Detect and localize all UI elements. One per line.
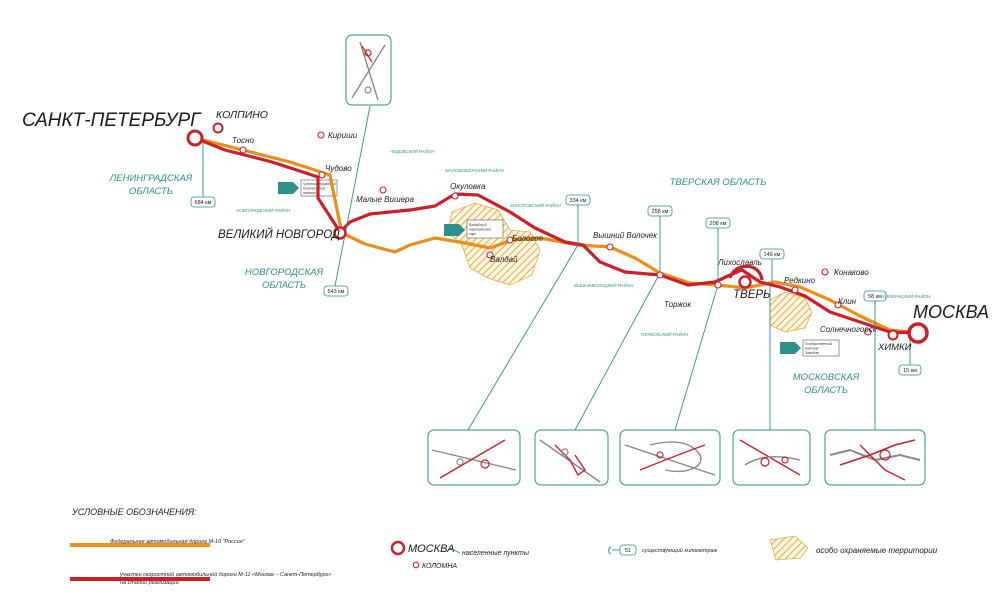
m10-road	[194, 136, 919, 335]
district-label: ХИМКИНСКИЙ РАЙОН	[881, 292, 931, 299]
district-label: НОВГОРОДСКИЙ РАЙОН	[236, 206, 291, 213]
reserve-label-line1: Государственный	[805, 342, 832, 346]
legend-m11-label-line1: участки скоростной автомобильной дороги …	[119, 571, 331, 578]
valday-reserve-marker: Валдайский национальный парк	[444, 219, 504, 239]
spb-city-marker	[186, 129, 204, 147]
tver-label: ТВЕРЬ	[733, 289, 771, 301]
svg-text:258 км: 258 км	[652, 209, 669, 215]
khimki-city-marker	[887, 329, 899, 341]
legend-settlements: населенные пункты	[462, 550, 530, 557]
legend-city-big: МОСКВА	[408, 543, 454, 555]
legend-m11-label-line2: на стадии реализации	[120, 580, 179, 586]
legend-city-small: КОЛОМНА	[422, 563, 457, 570]
town-label: Чудово	[325, 164, 352, 173]
leader-lines	[202, 105, 911, 431]
town-label: Конаково	[834, 268, 869, 277]
interchange-inset-2	[534, 429, 609, 486]
town-label: Редкино	[784, 276, 816, 285]
reserve-label-line3: Завидово	[805, 351, 819, 355]
interchange-inset-3	[619, 429, 721, 486]
town-label: Окуловка	[450, 182, 486, 191]
region-leningrad-line1: ЛЕНИНГРАДСКАЯ	[109, 173, 193, 184]
reserve-label-line3: парк	[469, 232, 476, 236]
region-moscow-line1: МОСКОВСКАЯ	[793, 372, 860, 383]
km-marker-15: 15 км	[898, 364, 922, 376]
town-dots	[239, 131, 872, 336]
svg-text:58 км: 58 км	[868, 294, 882, 300]
khimki-label: ХИМКИ	[877, 342, 912, 353]
km-marker-149: 149 км	[759, 248, 785, 260]
km-marker-543: 543 км	[323, 285, 349, 297]
kolpino-label: КОЛПИНО	[216, 109, 268, 121]
reserve-label-line2: национальный	[469, 228, 491, 232]
reserve-label-line1: Валдайский	[469, 223, 487, 227]
legend-protected-swatch	[769, 535, 809, 561]
m11-road	[194, 136, 919, 335]
tver-city-marker	[738, 275, 752, 289]
svg-text:51: 51	[625, 548, 631, 554]
moscow-label: МОСКВА	[913, 302, 989, 322]
zavidovo-reserve-marker: Государственный комплекс Завидово	[780, 339, 840, 357]
district-label: ЧУДОВСКИЙ РАЙОН	[390, 147, 435, 154]
legend-protected-label: особо охраняемые территории	[816, 546, 938, 555]
region-novgorod-line2: ОБЛАСТЬ	[262, 280, 306, 291]
town-label: Клин	[838, 297, 857, 306]
interchange-inset-4	[732, 429, 811, 486]
town-label: Кириши	[328, 131, 358, 140]
legend-city-small-icon	[412, 561, 420, 569]
svg-text:208 км: 208 км	[710, 221, 727, 227]
district-label: ВЫШНЕВОЛОЦКИЙ РАЙОН	[574, 281, 634, 288]
town-label: Тосно	[232, 136, 254, 145]
svg-text:149 км: 149 км	[764, 252, 781, 258]
svg-text:15 км: 15 км	[903, 368, 917, 374]
svg-text:334 км: 334 км	[570, 198, 587, 204]
km-marker-684: 684 км	[190, 196, 216, 208]
town-label: Солнечногорск	[820, 325, 878, 334]
reserve-label-line2: комплекс	[805, 347, 819, 351]
legend-m10-label: Федеральная автомобильная дорога М-10 "Р…	[110, 539, 246, 545]
region-leningrad-line2: ОБЛАСТЬ	[129, 186, 173, 197]
legend-km-label: существующий километраж	[642, 547, 718, 554]
legend-km-icon: 51	[608, 544, 637, 556]
district-label: МАЛОВИШЕРСКИЙ РАЙОН	[445, 166, 505, 173]
chudovo-reserve-marker: Чудовский природный биологический заказн…	[278, 179, 338, 197]
legend-city-big-icon	[390, 540, 406, 556]
town-label: Лихославль	[717, 258, 762, 267]
town-label: Бологое	[512, 234, 544, 243]
spb-label: САНКТ-ПЕТЕРБУРГ	[22, 110, 202, 131]
interchange-inset-1	[427, 429, 521, 486]
legend-title: УСЛОВНЫЕ ОБОЗНАЧЕНИЯ:	[71, 507, 197, 517]
km-marker-58: 58 км	[863, 290, 887, 302]
tver-loop	[728, 264, 764, 281]
novgorod-city-marker	[333, 226, 347, 240]
interchange-inset-top	[345, 34, 392, 106]
svg-text:543 км: 543 км	[328, 289, 345, 295]
reserve-label-line2: биологический	[303, 187, 325, 191]
km-marker-258: 258 км	[647, 205, 673, 217]
town-label: Малые Вишера	[356, 195, 415, 204]
region-tver: ТВЕРСКАЯ ОБЛАСТЬ	[670, 177, 767, 188]
km-marker-208: 208 км	[705, 217, 731, 229]
district-label: ТОРЖОКСКИЙ РАЙОН	[640, 330, 689, 337]
km-marker-334: 334 км	[565, 194, 591, 206]
region-novgorod-line1: НОВГОРОДСКАЯ	[245, 267, 324, 278]
town-label: Торжок	[664, 300, 692, 309]
moscow-city-marker	[907, 322, 929, 344]
reserve-label-line3: заказник	[302, 191, 316, 195]
novgorod-label: ВЕЛИКИЙ НОВГОРОД	[218, 228, 340, 241]
region-moscow-line2: ОБЛАСТЬ	[804, 385, 848, 396]
town-label: Вышний Волочек	[593, 231, 658, 240]
zavidovo-area	[769, 291, 813, 333]
town-label: Валдай	[490, 255, 518, 264]
svg-text:684 км: 684 км	[195, 200, 212, 206]
district-label: БОЛОГОВСКИЙ РАЙОН	[510, 201, 561, 208]
interchange-inset-5	[824, 429, 926, 486]
legend-pointer	[449, 547, 461, 554]
kolpino-city-marker	[212, 122, 224, 134]
